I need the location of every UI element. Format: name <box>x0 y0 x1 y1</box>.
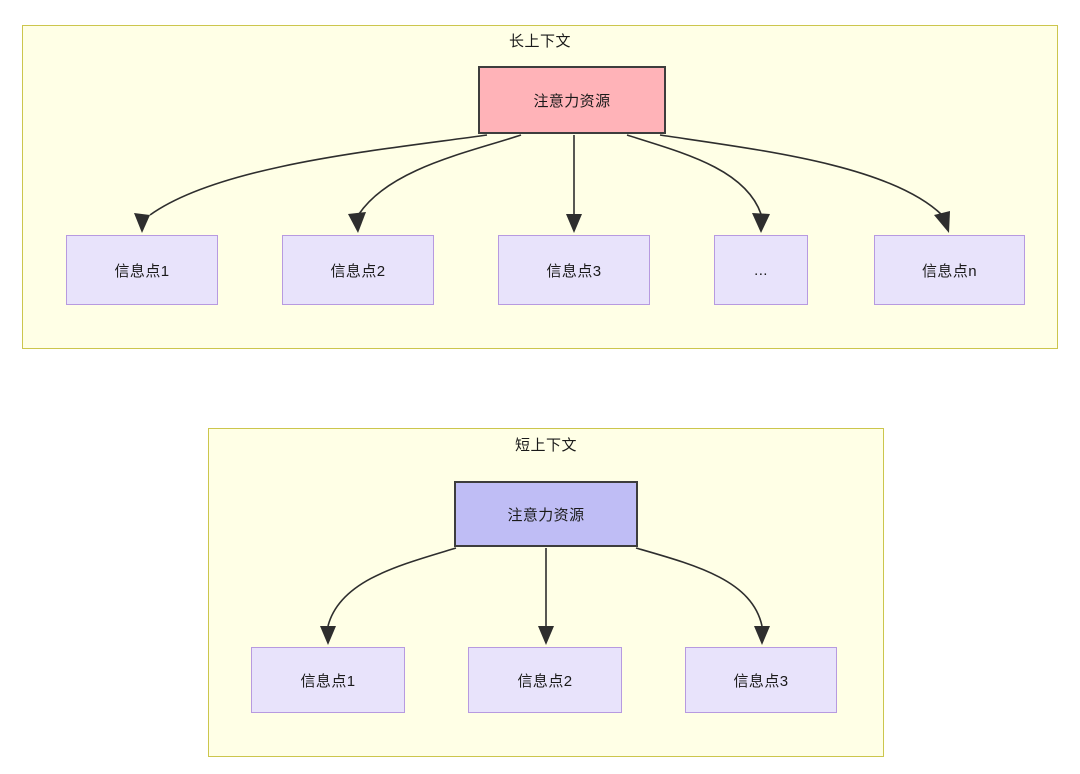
short-context-title: 短上下文 <box>514 437 577 454</box>
long-context-info-node-ellipsis[interactable]: ... <box>714 235 808 305</box>
short-context-info-node-1[interactable]: 信息点1 <box>251 647 405 713</box>
long-context-info-node-3[interactable]: 信息点3 <box>498 235 650 305</box>
short-context-attention-node[interactable]: 注意力资源 <box>454 481 638 547</box>
long-context-info-node-1[interactable]: 信息点1 <box>66 235 218 305</box>
long-context-info-node-2[interactable]: 信息点2 <box>282 235 434 305</box>
long-context-info-node-n[interactable]: 信息点n <box>874 235 1025 305</box>
short-context-info-node-3[interactable]: 信息点3 <box>685 647 837 713</box>
long-context-attention-node[interactable]: 注意力资源 <box>478 66 666 134</box>
short-context-info-node-2[interactable]: 信息点2 <box>468 647 622 713</box>
long-context-title: 长上下文 <box>508 33 571 50</box>
